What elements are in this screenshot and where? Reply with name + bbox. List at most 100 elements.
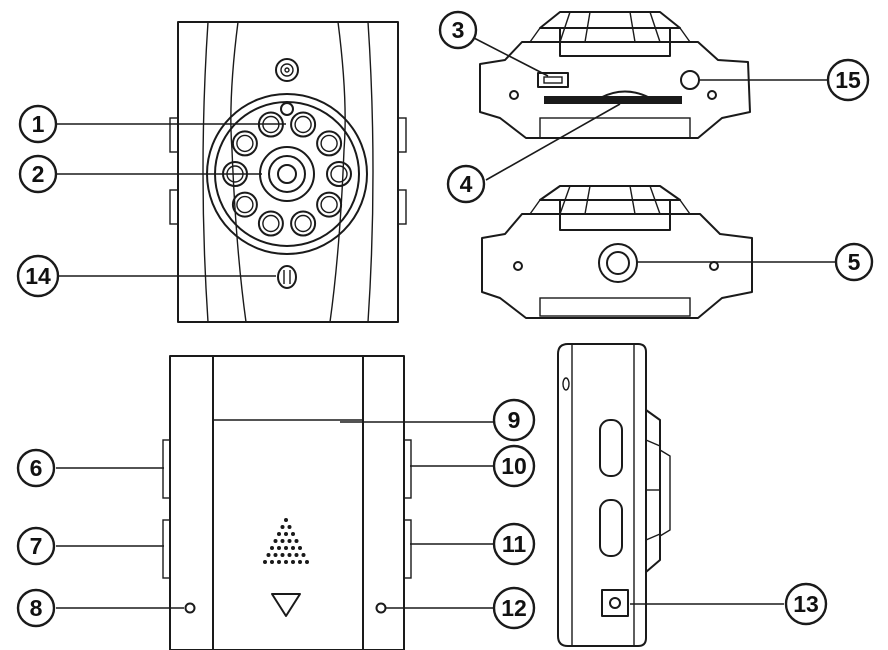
callout-1: 1 xyxy=(18,104,58,144)
svg-text:6: 6 xyxy=(30,455,43,481)
speaker-hole xyxy=(280,525,285,529)
leader-4 xyxy=(485,103,621,181)
ir-led-icon xyxy=(290,111,317,138)
callout-8: 8 xyxy=(16,588,56,628)
speaker-hole xyxy=(291,532,295,536)
ir-led-inner xyxy=(294,115,312,134)
callout-6: 6 xyxy=(16,448,56,488)
left-inner-line xyxy=(230,21,247,323)
screw-icon xyxy=(513,261,523,271)
speaker-hole xyxy=(273,539,278,543)
speaker-icon xyxy=(263,518,309,564)
speaker-hole xyxy=(277,560,281,564)
bottom-view xyxy=(481,185,753,319)
speaker-hole xyxy=(284,532,288,536)
ir-led-icon xyxy=(326,161,352,187)
speaker-hole xyxy=(284,518,288,522)
back-left-button-top xyxy=(162,439,171,499)
leader-3 xyxy=(473,37,549,77)
front-left-button-bottom xyxy=(169,189,179,225)
speaker-hole xyxy=(280,553,285,557)
top-dial xyxy=(539,11,681,29)
ir-led-icon xyxy=(231,130,258,157)
callout-13: 13 xyxy=(784,582,828,626)
callout-15: 15 xyxy=(826,58,870,102)
speaker-hole xyxy=(273,553,278,557)
screw-icon xyxy=(709,261,719,271)
front-left-button-top xyxy=(169,117,179,153)
top-body-outline xyxy=(479,41,751,139)
left-grip-line xyxy=(202,21,209,323)
tripod-socket-icon xyxy=(598,243,638,283)
svg-text:9: 9 xyxy=(508,407,521,433)
callout-9: 9 xyxy=(492,398,536,442)
av-socket-icon xyxy=(680,70,700,90)
speaker-hole xyxy=(284,546,288,550)
screw-icon xyxy=(509,90,519,100)
svg-text:14: 14 xyxy=(25,263,51,289)
svg-text:3: 3 xyxy=(452,17,465,43)
back-left-button-bottom xyxy=(162,519,171,579)
front-right-button-bottom xyxy=(397,189,407,225)
svg-text:12: 12 xyxy=(501,595,527,621)
speaker-hole xyxy=(287,525,292,529)
callout-10: 10 xyxy=(492,444,536,488)
microphone-icon xyxy=(277,265,297,289)
svg-text:10: 10 xyxy=(501,453,527,479)
callout-4: 4 xyxy=(446,164,486,204)
ir-led-icon xyxy=(290,210,317,237)
speaker-hole xyxy=(287,553,292,557)
callout-14: 14 xyxy=(16,254,60,298)
ir-led-icon xyxy=(257,210,284,237)
ir-led-inner xyxy=(320,134,338,153)
callout-3: 3 xyxy=(438,10,478,50)
side-body-outline xyxy=(557,343,647,647)
ir-led-inner xyxy=(236,134,254,153)
callout-12: 12 xyxy=(492,586,536,630)
svg-text:8: 8 xyxy=(30,595,43,621)
svg-text:13: 13 xyxy=(793,591,819,617)
svg-text:1: 1 xyxy=(32,111,45,137)
right-indicator-icon xyxy=(375,602,387,614)
side-view xyxy=(557,343,671,647)
sd-card-slot-icon xyxy=(544,96,682,104)
back-view xyxy=(162,355,412,650)
usb-port-icon xyxy=(537,72,569,88)
speaker-hole xyxy=(291,546,295,550)
speaker-hole xyxy=(298,560,302,564)
right-grip-line xyxy=(367,21,374,323)
top-clip xyxy=(559,27,671,57)
speaker-hole xyxy=(294,539,299,543)
callout-11: 11 xyxy=(492,522,536,566)
bottom-dial xyxy=(539,185,681,201)
svg-text:11: 11 xyxy=(502,531,527,557)
down-triangle-icon xyxy=(271,593,301,617)
ir-led-inner xyxy=(236,195,254,214)
side-button-bottom xyxy=(599,499,623,557)
back-body-outline xyxy=(169,355,405,650)
front-view xyxy=(169,21,407,323)
side-led-icon xyxy=(562,377,570,391)
svg-text:15: 15 xyxy=(835,67,861,93)
ir-led-icon xyxy=(231,191,258,218)
side-dial xyxy=(645,409,661,573)
screw-icon xyxy=(707,90,717,100)
speaker-hole xyxy=(266,553,271,557)
speaker-hole xyxy=(263,560,267,564)
side-button-top xyxy=(599,419,623,477)
front-body-outline xyxy=(177,21,399,323)
back-right-button-top xyxy=(403,439,412,499)
ir-led-inner xyxy=(330,165,348,183)
speaker-hole xyxy=(287,539,292,543)
speaker-hole xyxy=(301,553,306,557)
top-view xyxy=(479,11,751,139)
svg-text:5: 5 xyxy=(848,249,861,275)
callout-5: 5 xyxy=(834,242,874,282)
svg-text:7: 7 xyxy=(30,533,43,559)
leader-lines xyxy=(56,37,836,609)
ir-led-inner xyxy=(294,214,312,233)
svg-text:2: 2 xyxy=(32,161,45,187)
ir-led-icon xyxy=(316,130,343,157)
